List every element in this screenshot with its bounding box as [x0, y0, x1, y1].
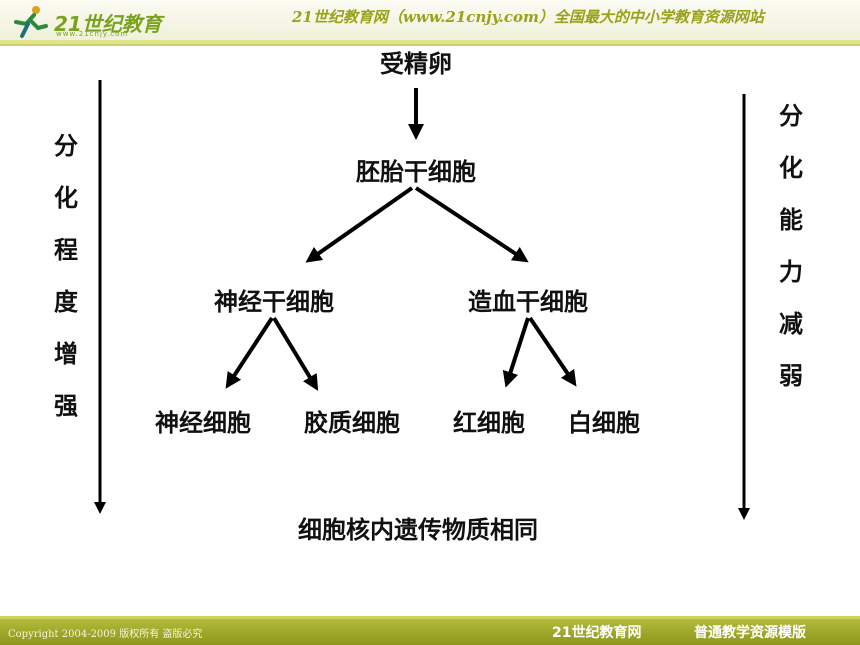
node-neural-stem-cell: 神经干细胞	[214, 288, 334, 316]
arrow-embryonic-to-hematopoietic	[414, 186, 529, 263]
left-label-char: 强	[54, 392, 78, 420]
arrow-hematopoietic-to-rbc	[502, 317, 530, 388]
node-white-blood-cell: 白细胞	[568, 409, 640, 437]
footer-bar: Copyright 2004-2009 版权所有 盗版必究 21世纪教育网 普通…	[0, 619, 860, 645]
footer-template-label: 普通教学资源模版	[694, 625, 806, 641]
logo-url: www.21cnjy.com	[56, 30, 129, 38]
left-label-char: 增	[54, 340, 78, 368]
left-label-char: 程	[54, 236, 78, 264]
right-label-char: 力	[779, 258, 803, 286]
bottom-note: 细胞核内遗传物质相同	[298, 516, 538, 544]
left-label-char: 度	[54, 288, 78, 316]
site-logo[interactable]: 21世纪教育 www.21cnjy.com	[8, 4, 188, 40]
left-label-char: 分	[54, 132, 78, 160]
arrow-hematopoietic-to-wbc	[528, 316, 577, 387]
node-red-blood-cell: 红细胞	[453, 409, 525, 437]
right-label-char: 化	[779, 154, 803, 182]
arrow-embryonic-to-neural	[305, 186, 414, 263]
footer-brand-link[interactable]: 21世纪教育网	[552, 625, 642, 641]
node-neuron: 神经细胞	[155, 409, 251, 437]
right-label-char: 弱	[779, 362, 803, 390]
header-stripe	[0, 40, 860, 44]
left-label-char: 化	[54, 184, 78, 212]
node-fertilized-egg: 受精卵	[380, 50, 452, 78]
right-label-char: 分	[779, 102, 803, 130]
node-embryonic-stem-cell: 胚胎干细胞	[356, 158, 476, 186]
header-tagline: 21世纪教育网（www.21cnjy.com）全国最大的中小学教育资源网站	[292, 8, 764, 26]
runner-logo-icon	[14, 6, 48, 38]
arrow-neural-to-glial	[272, 316, 319, 391]
arrow-neural-to-neuron	[225, 316, 274, 389]
logo-text: 21世纪教育	[54, 12, 162, 36]
copyright-text: Copyright 2004-2009 版权所有 盗版必究	[8, 629, 203, 640]
right-label-char: 减	[779, 310, 803, 338]
header-bar: 21世纪教育 www.21cnjy.com 21世纪教育网（www.21cnjy…	[0, 0, 860, 46]
node-hematopoietic-stem-cell: 造血干细胞	[468, 288, 588, 316]
footer-accent	[0, 616, 860, 619]
left-vertical-label: 分 化 程 度 增 强	[51, 120, 81, 432]
node-glial-cell: 胶质细胞	[304, 409, 400, 437]
right-vertical-label: 分 化 能 力 减 弱	[776, 90, 806, 402]
right-label-char: 能	[779, 206, 803, 234]
